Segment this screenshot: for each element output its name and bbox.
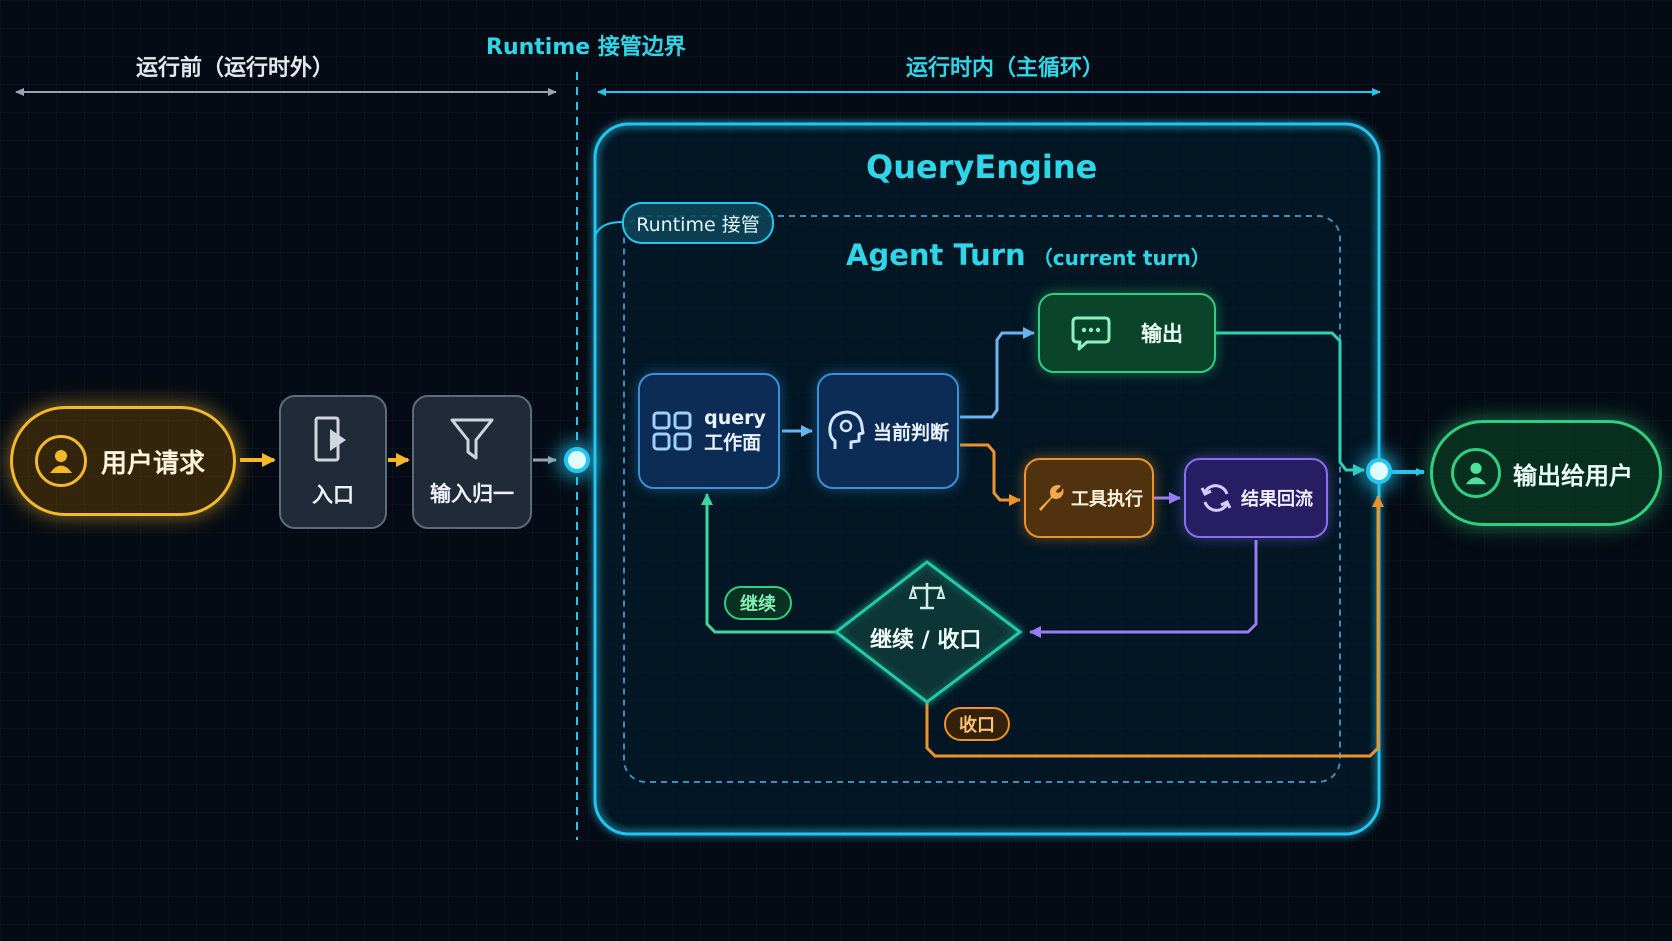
funnel-icon: [450, 418, 494, 460]
query-workspace-labels: query 工作面: [704, 406, 766, 456]
user-icon: [35, 435, 87, 487]
output-to-user-label: 输出给用户: [1513, 461, 1633, 490]
entry-door-icon: [314, 416, 346, 462]
brain-head-icon: [828, 410, 865, 449]
user-request-label: 用户请求: [101, 448, 206, 479]
decision-label[interactable]: 继续 / 收口: [870, 628, 982, 653]
result-return-node[interactable]: 结果回流: [1184, 458, 1328, 538]
agent-turn-title: Agent Turn （current turn）: [846, 238, 1211, 272]
tool-exec-label: 工具执行: [1071, 489, 1143, 510]
output-node[interactable]: 输出: [1038, 293, 1216, 373]
runtime-boundary-label: Runtime 接管边界: [486, 35, 686, 60]
runtime-entry-point: [564, 447, 590, 473]
entry-node[interactable]: 入口: [279, 395, 387, 529]
query-engine-title: QueryEngine: [866, 148, 1098, 186]
balance-scale-icon: [908, 583, 946, 610]
output-to-user-node[interactable]: 输出给用户: [1430, 420, 1662, 526]
output-label: 输出: [1141, 322, 1183, 346]
decision-diamond: [833, 560, 1023, 704]
agent-turn-title-text: Agent Turn: [846, 238, 1026, 272]
runtime-exit-point: [1366, 458, 1392, 484]
runtime-takeover-tag-label: Runtime 接管: [636, 213, 760, 236]
agent-turn-subtitle: （current turn）: [1032, 246, 1211, 270]
close-tag: 收口: [944, 707, 1010, 741]
refresh-icon: [1200, 484, 1232, 512]
query-workspace-label-1: query: [704, 407, 766, 429]
result-return-label: 结果回流: [1241, 489, 1313, 510]
in-runtime-label: 运行时内（主循环）: [906, 56, 1105, 81]
wrench-icon: [1039, 485, 1064, 511]
runtime-takeover-tag: Runtime 接管: [622, 202, 774, 244]
continue-tag: 继续: [724, 586, 792, 620]
before-runtime-label: 运行前（运行时外）: [136, 56, 335, 81]
query-workspace-node[interactable]: query 工作面: [638, 373, 780, 489]
judge-node[interactable]: 当前判断: [817, 373, 959, 489]
close-tag-label: 收口: [959, 715, 995, 736]
query-workspace-label-2: 工作面: [704, 432, 762, 454]
normalize-node[interactable]: 输入归一: [412, 395, 532, 529]
grid-icon: [652, 411, 692, 451]
continue-tag-label: 继续: [740, 594, 776, 615]
judge-label: 当前判断: [872, 421, 949, 444]
normalize-label: 输入归一: [430, 482, 514, 506]
tool-exec-node[interactable]: 工具执行: [1024, 458, 1154, 538]
chat-bubble-icon: [1071, 316, 1111, 351]
user-request-node[interactable]: 用户请求: [10, 406, 236, 516]
agent-turn-frame: [623, 215, 1341, 783]
entry-label: 入口: [312, 483, 354, 507]
output-user-icon: [1451, 448, 1501, 498]
